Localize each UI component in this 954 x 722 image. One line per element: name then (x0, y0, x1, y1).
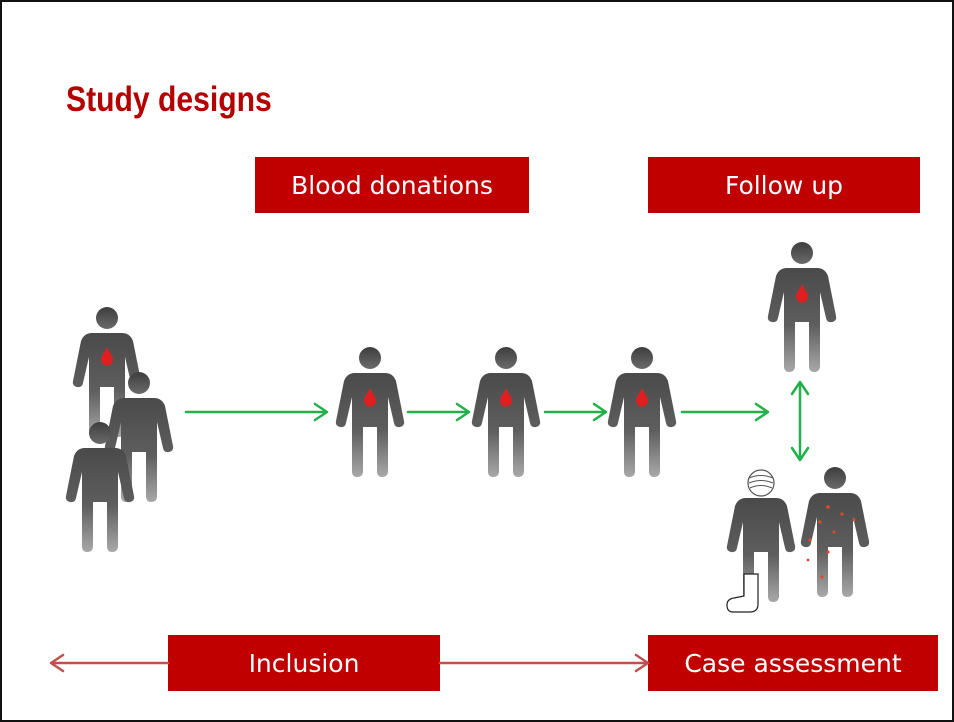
label-inclusion: Inclusion (168, 635, 440, 691)
bandage-icon (747, 469, 775, 497)
label-blood-donations: Blood donations (255, 157, 529, 213)
flow-arrow (406, 402, 471, 422)
slide-title: Study designs (66, 80, 272, 119)
flow-arrow (184, 402, 329, 422)
label-case-assessment: Case assessment (648, 635, 938, 691)
flow-arrow (543, 402, 608, 422)
flow-arrow-bidirectional (790, 380, 810, 462)
person-icon (767, 242, 837, 372)
flow-arrows (184, 380, 810, 462)
label-follow-up: Follow up (648, 157, 920, 213)
person-icon (335, 347, 405, 477)
flow-arrow (680, 402, 770, 422)
person-icon (607, 347, 677, 477)
rash-spots (806, 505, 856, 579)
person-icon (471, 347, 541, 477)
timeline-arrow (49, 653, 650, 673)
cast-icon (726, 573, 759, 613)
